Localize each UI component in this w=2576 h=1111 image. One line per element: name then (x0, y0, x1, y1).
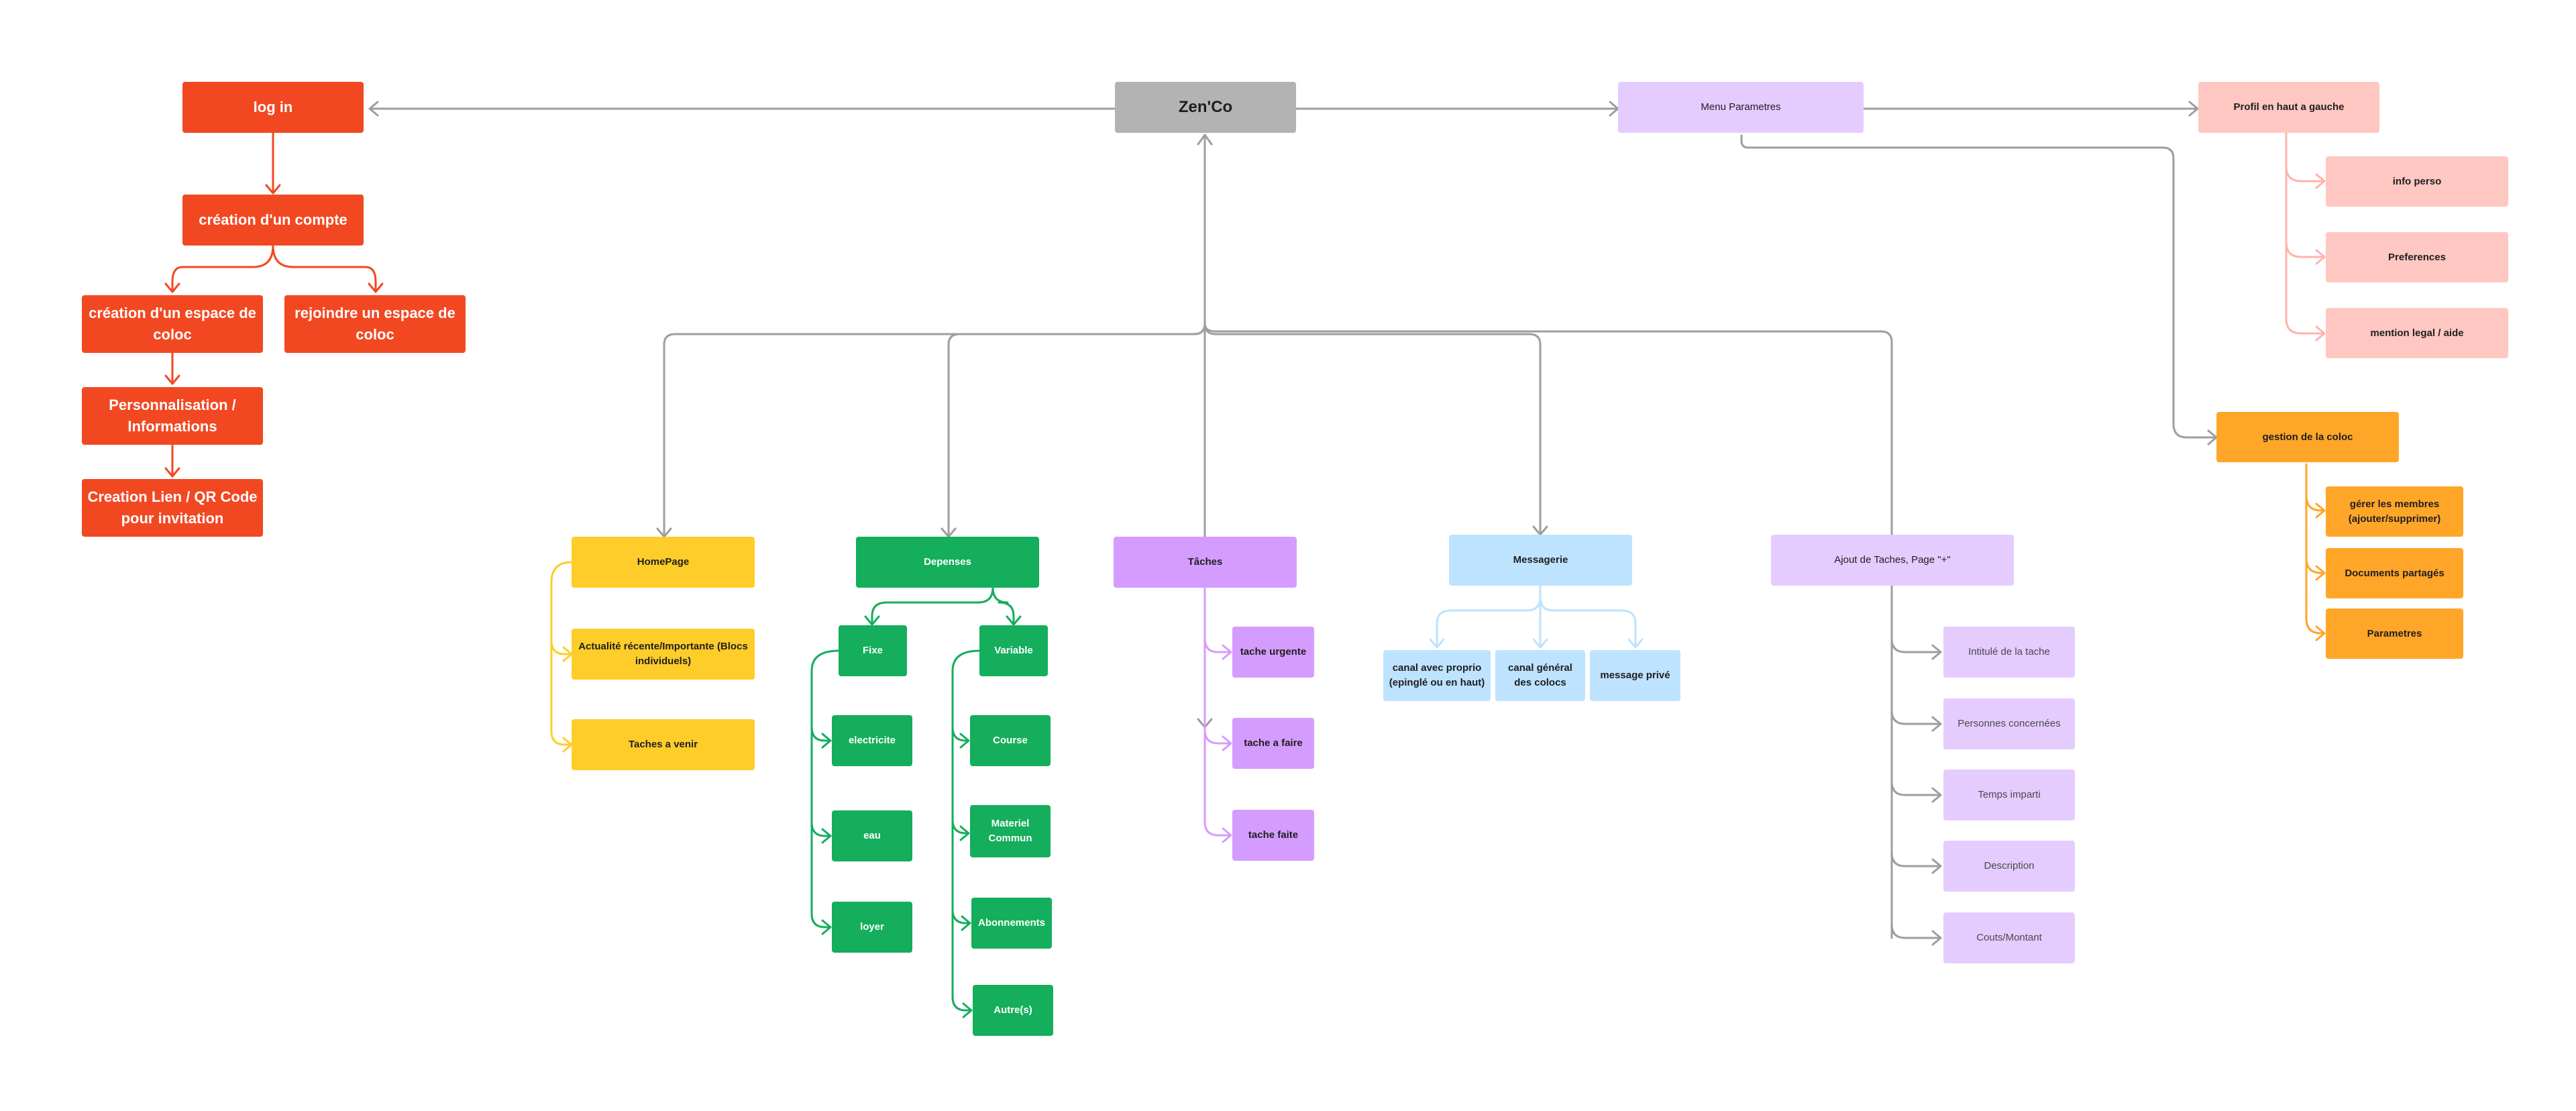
node-create-account: création d'un compte (182, 195, 364, 246)
gestion-connectors (2305, 463, 2326, 641)
node-canal-general: canal général des colocs (1495, 650, 1585, 701)
root-node-zenco: Zen'Co (1115, 82, 1296, 133)
node-messagerie: Messagerie (1449, 535, 1632, 586)
taches-connectors (1203, 586, 1232, 843)
node-login: log in (182, 82, 364, 133)
node-canal-proprio: canal avec proprio (epinglé ou en haut) (1383, 650, 1491, 701)
node-eau: eau (832, 810, 912, 861)
node-invite-link: Creation Lien / QR Code pour invitation (82, 479, 263, 537)
node-personnes: Personnes concernées (1943, 698, 2075, 749)
node-preferences: Preferences (2326, 232, 2508, 282)
login-flow-connectors (164, 131, 384, 478)
node-intitule: Intitulé de la tache (1943, 627, 2075, 678)
node-description: Description (1943, 841, 2075, 892)
node-join-space: rejoindre un espace de coloc (284, 295, 466, 353)
node-gerer-membres: gérer les membres (ajouter/supprimer) (2326, 486, 2463, 537)
node-materiel: Materiel Commun (970, 805, 1051, 857)
node-loyer: loyer (832, 902, 912, 953)
node-personalisation: Personnalisation / Informations (82, 387, 263, 445)
node-info-perso: info perso (2326, 156, 2508, 207)
node-tache-a-faire: tache a faire (1232, 718, 1314, 769)
depenses-connectors (810, 586, 1022, 1018)
homepage-connectors (550, 561, 573, 753)
node-electricite: electricite (832, 715, 912, 766)
node-mention-legal: mention legal / aide (2326, 308, 2508, 358)
node-couts: Couts/Montant (1943, 912, 2075, 963)
node-temps: Temps imparti (1943, 770, 2075, 821)
node-homepage: HomePage (572, 537, 755, 588)
node-tache-urgente: tache urgente (1232, 627, 1314, 678)
node-taches-venir: Taches a venir (572, 719, 755, 770)
node-message-prive: message privé (1590, 650, 1680, 701)
node-course: Course (970, 715, 1051, 766)
node-taches: Tâches (1114, 537, 1297, 588)
node-tache-faite: tache faite (1232, 810, 1314, 861)
node-fixe: Fixe (839, 625, 907, 676)
node-profile: Profil en haut a gauche (2198, 82, 2379, 133)
node-documents: Documents partagés (2326, 548, 2463, 598)
node-variable: Variable (979, 625, 1048, 676)
node-ajout-taches: Ajout de Taches, Page "+" (1771, 535, 2014, 586)
node-actualite: Actualité récente/Importante (Blocs indi… (572, 629, 755, 680)
node-gestion-coloc: gestion de la coloc (2216, 412, 2399, 462)
node-menu-parametres: Menu Parametres (1618, 82, 1864, 133)
profile-connectors (2285, 131, 2326, 341)
node-parametres: Parametres (2326, 609, 2463, 659)
messagerie-connectors (1429, 582, 1644, 649)
node-create-space: création d'un espace de coloc (82, 295, 263, 353)
node-autres: Autre(s) (973, 985, 1053, 1036)
node-abonnements: Abonnements (971, 898, 1052, 949)
node-depenses: Depenses (856, 537, 1039, 588)
